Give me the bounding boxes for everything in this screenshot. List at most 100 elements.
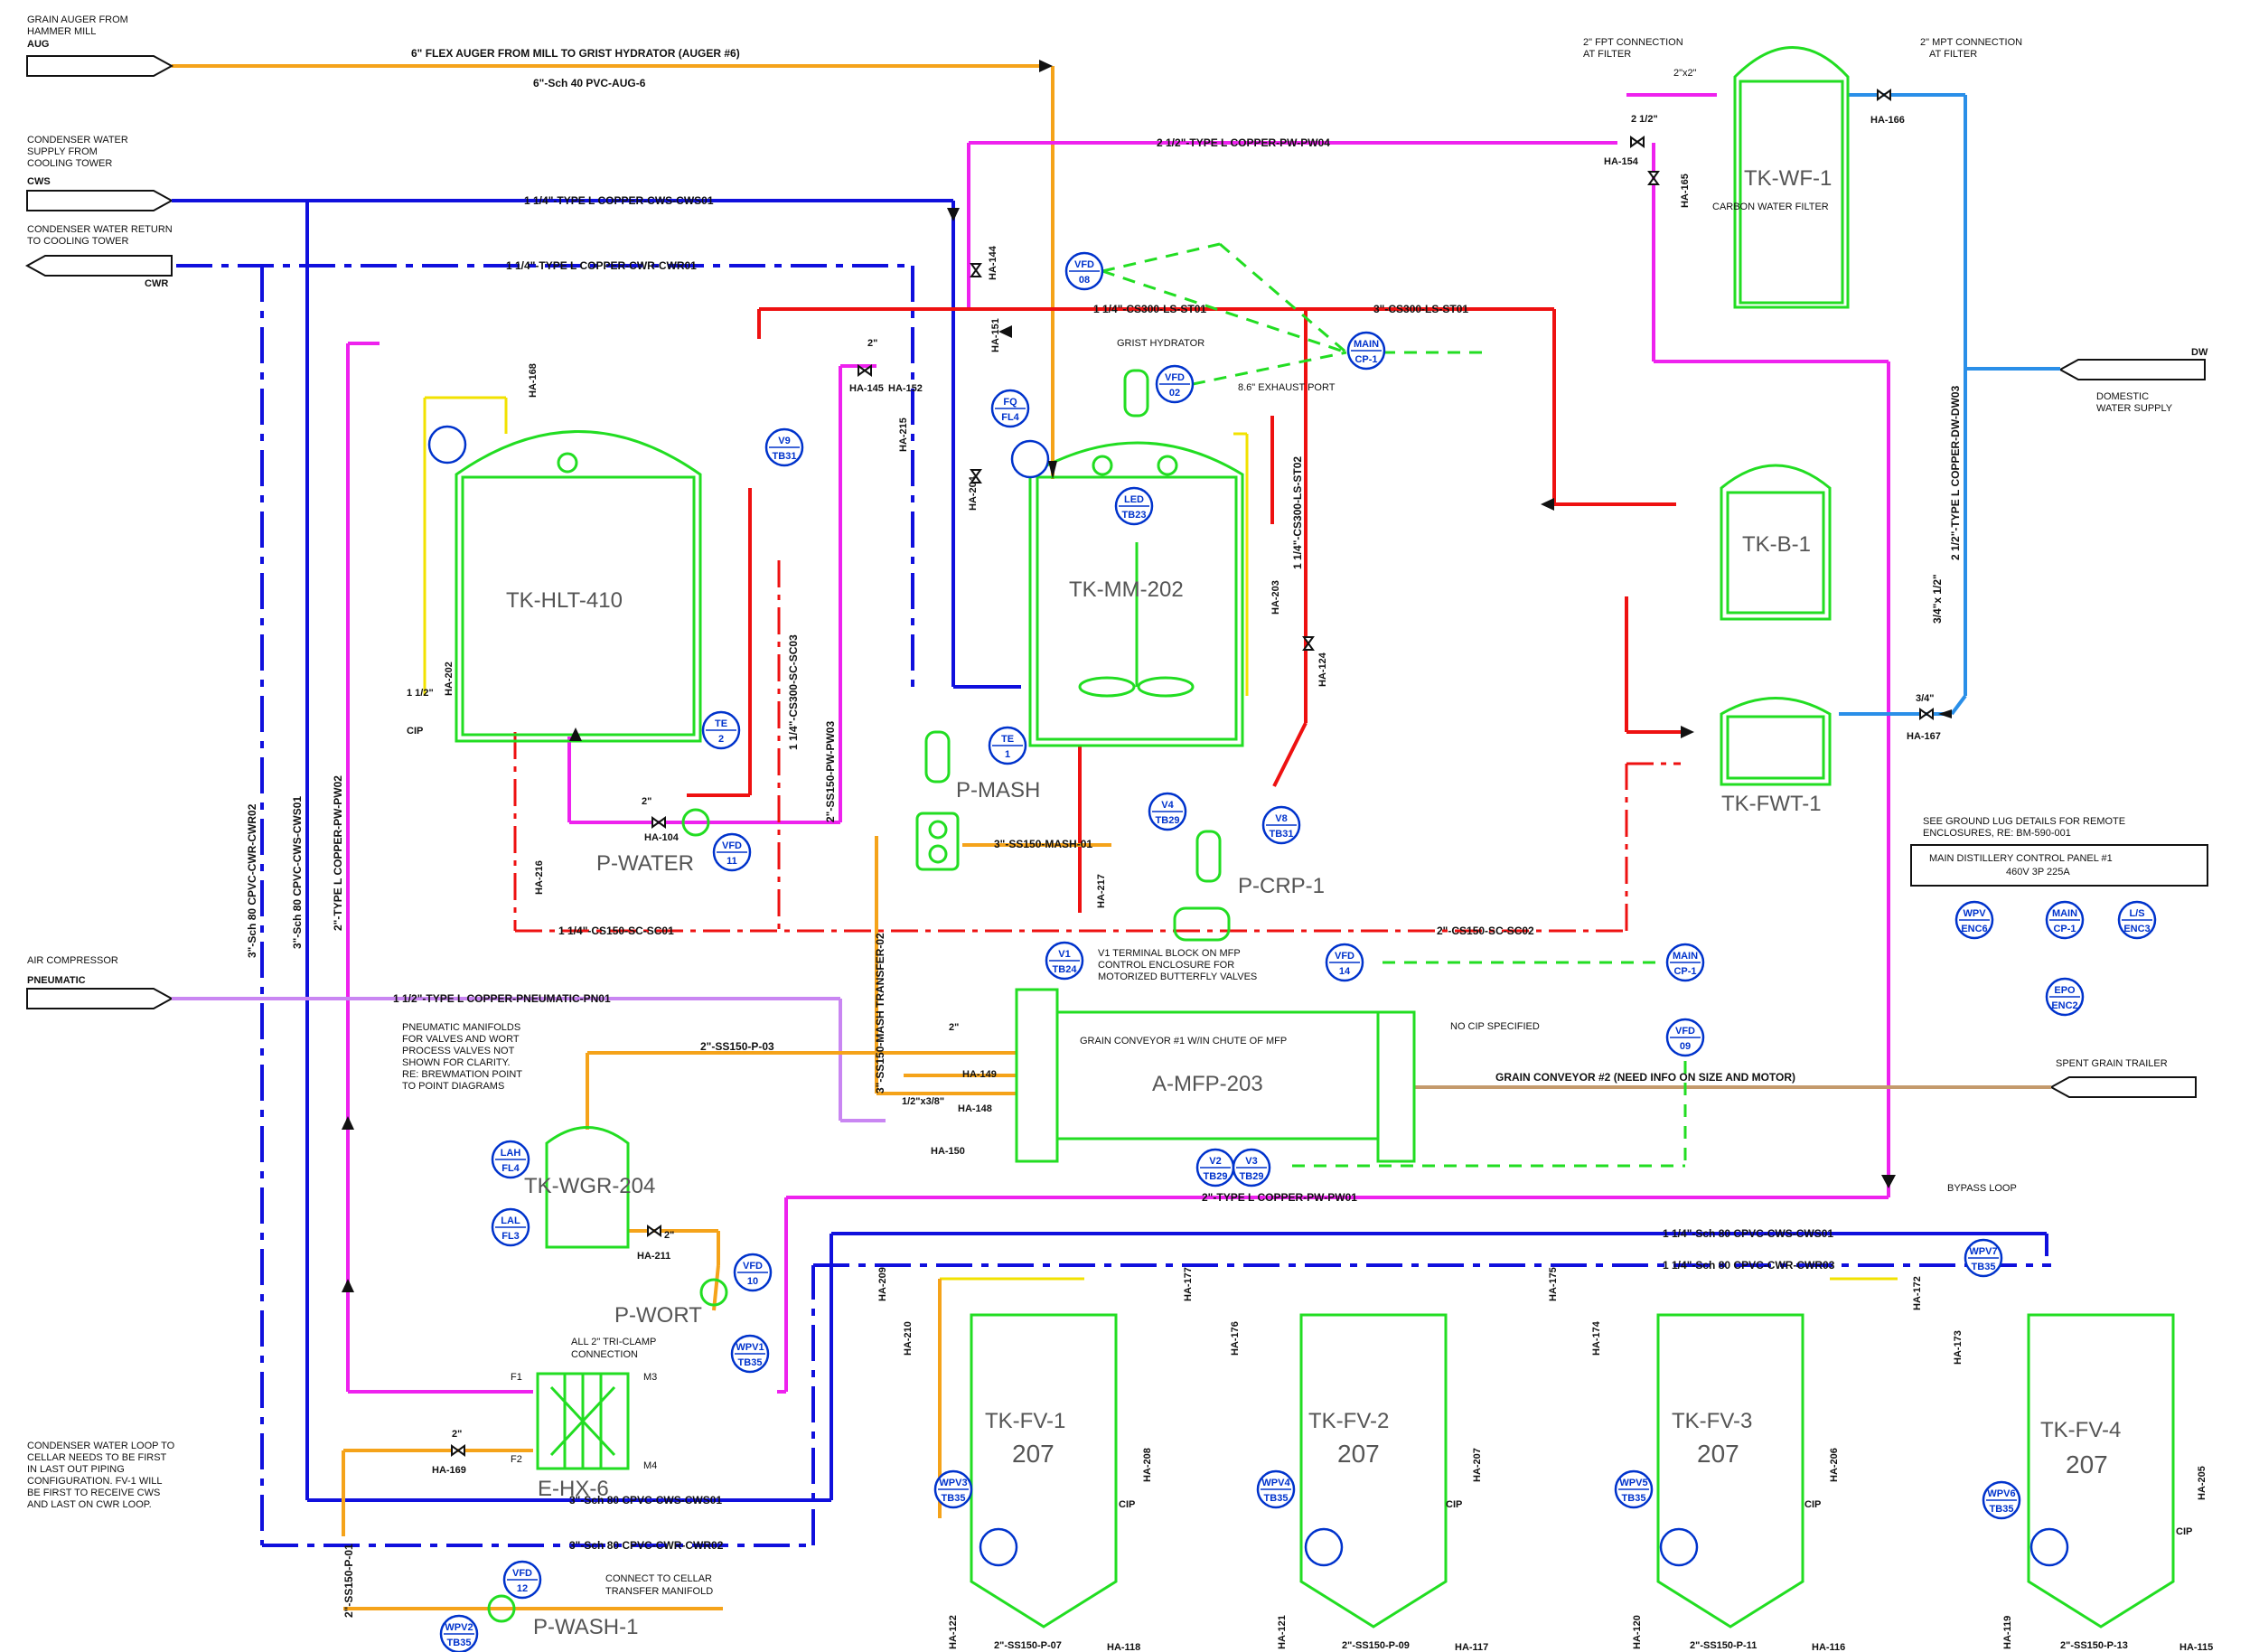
pump-wash-label: P-WASH-1 <box>533 1615 638 1639</box>
tag-main-cp1b-top: MAIN <box>1673 951 1698 962</box>
tag-te2-bottom: 2 <box>718 734 724 745</box>
fv4-num: 207 <box>2066 1450 2108 1478</box>
spent-grain-label: SPENT GRAIN TRAILER <box>2056 1058 2168 1069</box>
tag-lal-bottom: FL3 <box>501 1231 520 1242</box>
offpage-cws <box>26 190 174 211</box>
p03-label: 2"-SS150-P-03 <box>700 1040 774 1053</box>
ground-lug-note: SEE GROUND LUG DETAILS FOR REMOTE ENCLOS… <box>1923 816 2125 839</box>
fv4-label: TK-FV-4 <box>2040 1418 2121 1442</box>
pneumatic-line <box>172 997 886 1122</box>
flow-arrows <box>342 60 1952 1292</box>
offpage-pneumatic <box>26 988 174 1009</box>
control-panel-box: MAIN DISTILLERY CONTROL PANEL #1 460V 3P… <box>1910 844 2208 887</box>
heat-exchanger <box>536 1372 630 1470</box>
svg-text:HA-216: HA-216 <box>534 860 545 895</box>
conveyor2-label: GRAIN CONVEYOR #2 (NEED INFO ON SIZE AND… <box>1495 1071 1795 1084</box>
svg-text:COOLING TOWER: COOLING TOWER <box>27 158 112 169</box>
tank-fwt-label: TK-FWT-1 <box>1721 792 1822 816</box>
tag-main-cp1a-top: MAIN <box>1354 339 1379 350</box>
tag-ls-enc3-bottom: ENC3 <box>2123 924 2150 934</box>
st02-label: 1 1/4"-CS300-LS-ST02 <box>1291 456 1304 569</box>
tag-v2-top: V2 <box>1209 1156 1221 1167</box>
pump-crp <box>1173 830 1231 942</box>
cws01-cellar-label: 1 1/4"-Sch 80 CPVC-CWS-CWS01 <box>1663 1227 1833 1240</box>
svg-text:HA-203: HA-203 <box>1270 580 1281 615</box>
svg-text:2" MPT CONNECTION: 2" MPT CONNECTION <box>1920 37 2022 48</box>
svg-text:AIR COMPRESSOR: AIR COMPRESSOR <box>27 955 118 966</box>
svg-text:PROCESS VALVES NOT: PROCESS VALVES NOT <box>402 1046 515 1056</box>
tag-vfd12-top: VFD <box>512 1568 532 1579</box>
svg-text:HA-144: HA-144 <box>988 245 998 280</box>
pump-crp-label: P-CRP-1 <box>1238 874 1325 898</box>
tag-wpv5-bottom: TB35 <box>1622 1493 1646 1504</box>
tag-te2: TE 2 <box>701 710 741 750</box>
tag-v1-bottom: TB24 <box>1053 964 1078 975</box>
tank-wgr-label: TK-WGR-204 <box>524 1174 655 1198</box>
pump-wort <box>699 1278 728 1307</box>
tag-v3-top: V3 <box>1245 1156 1257 1167</box>
tag-vfd14-bottom: 14 <box>1339 966 1351 977</box>
svg-text:3/4": 3/4" <box>1916 693 1935 704</box>
svg-text:FOR VALVES AND WORT: FOR VALVES AND WORT <box>402 1034 520 1045</box>
tag-vfd09-bottom: 09 <box>1680 1041 1691 1052</box>
tank-mm <box>1028 369 1244 747</box>
tag-wpv6-bottom: TB35 <box>1990 1504 2014 1515</box>
tag-v9-bottom: TB31 <box>773 451 797 462</box>
cws01-bottom-label: 3"-Sch 80 CPVC-CWS-CWS01 <box>569 1494 722 1507</box>
svg-text:WATER SUPPLY: WATER SUPPLY <box>2096 403 2173 414</box>
svg-text:HA-152: HA-152 <box>888 383 923 394</box>
tag-wpv2-bottom: TB35 <box>447 1638 472 1648</box>
tag-main-cp1c-bottom: CP-1 <box>2053 924 2076 934</box>
pump-water <box>681 808 710 837</box>
tag-v1-top: V1 <box>1058 949 1070 960</box>
tag-fq-fl4-bottom: FL4 <box>1001 412 1019 423</box>
cws01-vert-label: 3"-Sch 80 CPVC-CWS-CWS01 <box>291 796 304 949</box>
tag-vfd02-bottom: 02 <box>1169 388 1180 399</box>
svg-text:HA-121: HA-121 <box>1277 1615 1288 1649</box>
svg-text:2": 2" <box>664 1230 674 1241</box>
svg-text:HA-145: HA-145 <box>849 383 884 394</box>
tag-ls-enc3-top: L/S <box>2129 908 2144 919</box>
svg-text:HA-150: HA-150 <box>931 1146 965 1157</box>
pump-mash <box>915 730 960 871</box>
cwr02-bottom-label: 3"-Sch 80 CPVC-CWR-CWR02 <box>569 1539 724 1552</box>
p01-label: 2"-SS150-P-01 <box>342 1544 355 1618</box>
port-m4: M4 <box>643 1460 657 1471</box>
tank-hlt <box>455 430 702 743</box>
tag-wpv1-bottom: TB35 <box>738 1357 763 1368</box>
svg-text:HA-119: HA-119 <box>2002 1616 2013 1649</box>
tag-led-top: LED <box>1124 494 1144 505</box>
tag-v4-top: V4 <box>1161 800 1174 811</box>
svg-text:HA-124: HA-124 <box>1317 652 1328 687</box>
cws-line <box>172 199 2048 1502</box>
svg-text:HA-208: HA-208 <box>1142 1448 1153 1482</box>
svg-text:2"-SS150-P-13: 2"-SS150-P-13 <box>2060 1640 2128 1651</box>
tag-wpv7-top: WPV7 <box>1969 1246 1997 1257</box>
auger-line-label: 6" FLEX AUGER FROM MILL TO GRIST HYDRATO… <box>411 47 740 60</box>
fpt-note: 2" FPT CONNECTION AT FILTER <box>1583 37 1683 60</box>
svg-text:BE FIRST TO RECEIVE CWS: BE FIRST TO RECEIVE CWS <box>27 1488 160 1498</box>
tag-vfd10-bottom: 10 <box>747 1276 758 1287</box>
svg-text:HA-174: HA-174 <box>1591 1320 1602 1356</box>
valve-labels: HA-104 HA-145 HA-152 HA-215 HA-204 HA-14… <box>432 115 2213 1652</box>
tag-wpv-enc6-bottom: ENC6 <box>1961 924 1987 934</box>
mfp-label: A-MFP-203 <box>1152 1072 1263 1096</box>
fv2-label: TK-FV-2 <box>1308 1409 1389 1433</box>
svg-text:2"-SS150-P-07: 2"-SS150-P-07 <box>994 1640 1062 1651</box>
svg-text:460V 3P 225A: 460V 3P 225A <box>2006 867 2070 878</box>
svg-text:HA-104: HA-104 <box>644 832 680 843</box>
port-m3: M3 <box>643 1372 657 1383</box>
svg-text:HA-175: HA-175 <box>1548 1267 1559 1301</box>
svg-text:HA-210: HA-210 <box>903 1321 914 1356</box>
tag-te2-top: TE <box>715 718 727 729</box>
tag-vfd09-top: VFD <box>1675 1026 1695 1037</box>
tag-vfd08-top: VFD <box>1074 259 1094 270</box>
